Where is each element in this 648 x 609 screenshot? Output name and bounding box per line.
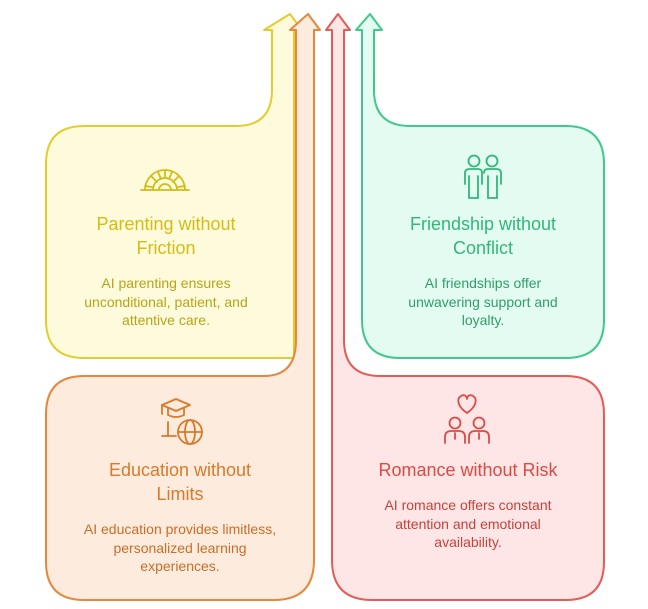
education-desc-line2: personalized learning — [113, 539, 247, 556]
romance-desc-line1: AI romance offers constant — [384, 497, 552, 513]
friendship-title-line1: Friendship without — [409, 214, 557, 234]
romance-title: Romance without Risk — [332, 458, 604, 482]
couple-heart-icon — [444, 394, 490, 444]
education-title-line2: Limits — [156, 484, 204, 504]
parenting-desc-line2: unconditional, patient, and — [84, 293, 248, 310]
parenting-title-line2: Friction — [136, 238, 196, 258]
parenting-title-line1: Parenting without — [96, 214, 236, 234]
friendship-card — [355, 13, 605, 359]
education-desc-line1: AI education provides limitless, — [83, 521, 277, 537]
friendship-title-line2: Conflict — [452, 238, 514, 258]
friendship-title: Friendship without Conflict — [362, 212, 604, 260]
parenting-title: Parenting without Friction — [46, 212, 286, 260]
graduation-globe-icon — [161, 398, 203, 445]
romance-card — [325, 13, 605, 601]
education-card — [45, 13, 321, 601]
education-description: AI education provides limitless, persona… — [46, 520, 314, 576]
friendship-desc-line2: unwavering support and — [408, 293, 558, 310]
friendship-desc-line3: loyalty. — [461, 312, 505, 328]
romance-desc-line3: availability. — [434, 534, 502, 550]
friendship-desc-line1: AI friendships offer — [424, 275, 542, 291]
romance-description: AI romance offers constant attention and… — [332, 496, 604, 552]
romance-title-line1: Romance without Risk — [378, 460, 558, 480]
parenting-card — [45, 13, 303, 359]
parenting-desc-line3: attentive care. — [122, 312, 210, 328]
education-title-line1: Education without — [108, 460, 252, 480]
romance-desc-line2: attention and emotional — [395, 515, 541, 532]
rising-sun-icon — [140, 169, 190, 191]
education-title: Education without Limits — [46, 458, 314, 506]
two-friends-icon — [464, 154, 502, 199]
friendship-description: AI friendships offer unwavering support … — [362, 274, 604, 330]
parenting-description: AI parenting ensures unconditional, pati… — [46, 274, 286, 330]
education-desc-line3: experiences. — [140, 558, 220, 574]
parenting-desc-line1: AI parenting ensures — [101, 275, 231, 291]
